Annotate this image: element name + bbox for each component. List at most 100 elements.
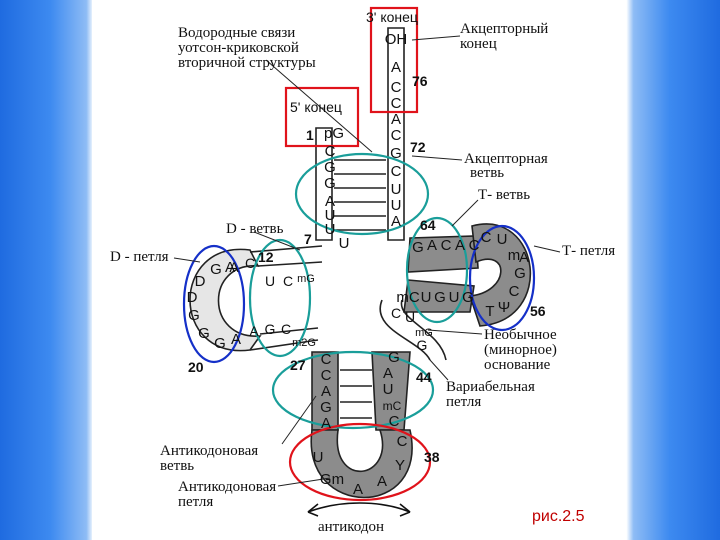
- number: 64: [420, 217, 436, 233]
- t-stem-top: G A C A C: [412, 237, 479, 256]
- number: 72: [410, 139, 426, 155]
- label-hbonds-1: Водородные связи: [178, 25, 296, 41]
- base: C: [321, 367, 332, 384]
- label-anticodon-stem-2: ветвь: [160, 458, 195, 474]
- ring-anticodon-loop: [288, 422, 432, 502]
- base: U: [265, 273, 275, 289]
- backbone: [189, 27, 532, 499]
- anticodon-stem-right: G A U mC C: [383, 349, 402, 430]
- base: G: [412, 239, 424, 256]
- base: T: [485, 303, 494, 320]
- base: C: [391, 127, 402, 144]
- base: C: [391, 95, 402, 112]
- base: U: [313, 449, 324, 466]
- base: Y: [395, 457, 405, 474]
- base: U: [339, 235, 350, 252]
- base: G: [198, 325, 210, 342]
- base: Ψ: [498, 299, 511, 316]
- label-unusual-1: Необычное: [484, 327, 557, 343]
- ring-t-stem: [405, 216, 469, 324]
- label-d-loop: D - петля: [110, 249, 169, 265]
- d-loop-outline: [189, 248, 262, 352]
- base: C: [391, 163, 402, 180]
- number: 76: [412, 73, 428, 89]
- d-stem-bottom: A G C m2G: [249, 321, 316, 349]
- base: G: [390, 145, 402, 162]
- base: G: [388, 349, 400, 366]
- base: C: [321, 351, 332, 368]
- label-3-end: 3' конец: [366, 9, 418, 25]
- d-stem-top: A C U C mG: [229, 255, 315, 289]
- base: D: [187, 289, 198, 306]
- base: C: [325, 143, 336, 160]
- base: U: [325, 207, 336, 224]
- anticodon-stem-left: C C A G A: [320, 351, 332, 432]
- base: G: [417, 337, 428, 353]
- base: U: [497, 231, 508, 248]
- base: C: [481, 229, 492, 246]
- box-5-end: [284, 86, 360, 148]
- label-hbonds-2: уотсон-криковской: [178, 40, 299, 56]
- base: C: [441, 237, 452, 254]
- base: C: [391, 305, 401, 321]
- base: A: [391, 59, 401, 76]
- anticodon-loop-fill: [310, 429, 413, 499]
- variable-outline: [379, 299, 447, 361]
- label-anticodon: антикодон: [318, 519, 385, 535]
- base: G: [214, 335, 226, 352]
- base: OH: [385, 31, 408, 48]
- variable-bases: C U mG G: [391, 305, 433, 353]
- base: A: [249, 323, 259, 339]
- ring-d-loop: [182, 244, 246, 364]
- base: mC: [383, 399, 402, 413]
- acceptor-stem-backbone: [315, 27, 405, 241]
- position-numbers: 76 72 1 64 7 12 56 20 27 44 38: [188, 73, 546, 465]
- base: G: [324, 159, 336, 176]
- number: 12: [258, 249, 274, 265]
- label-variable-1: Вариабельная: [446, 379, 535, 395]
- base: pG: [324, 125, 344, 142]
- base: A: [225, 259, 235, 276]
- base: C: [283, 273, 293, 289]
- number: 44: [416, 369, 432, 385]
- base: C: [509, 283, 520, 300]
- base: A: [377, 473, 387, 490]
- base: C: [245, 255, 255, 271]
- base: mG: [415, 327, 433, 339]
- label-unusual-2: (минорное): [484, 342, 557, 358]
- base: U: [449, 289, 460, 306]
- base: D: [195, 273, 206, 290]
- hbond-rungs: [334, 159, 386, 419]
- base: A: [391, 111, 401, 128]
- label-acceptor-stem-1: Акцепторная: [464, 151, 548, 167]
- base: U: [383, 381, 394, 398]
- t-loop-fill: [468, 223, 532, 327]
- base: A: [455, 237, 465, 254]
- leader-lines: [173, 35, 561, 487]
- base: G: [462, 289, 474, 306]
- d-stem-outline: [249, 245, 323, 351]
- base: U: [421, 289, 432, 306]
- label-variable-2: петля: [446, 394, 482, 410]
- label-acceptor-end-2: конец: [460, 36, 497, 52]
- base: U: [405, 309, 415, 325]
- number: 1: [306, 127, 314, 143]
- base: G: [265, 321, 276, 337]
- base: A: [325, 193, 335, 210]
- bases: OH A C C A C G C U U A pG C G G A U U U …: [187, 31, 529, 498]
- label-5-end: 5' конец: [290, 99, 342, 115]
- base: A: [519, 249, 529, 266]
- label-unusual-3: основание: [484, 357, 551, 373]
- label-d-stem: D - ветвь: [226, 221, 284, 237]
- base: m: [508, 247, 521, 264]
- highlights: [182, 6, 536, 502]
- base: G: [210, 261, 222, 278]
- number: 20: [188, 359, 204, 375]
- t-loop-bases: C U m A G C Ψ T: [481, 229, 529, 320]
- base: C: [397, 433, 408, 450]
- base: C: [389, 413, 400, 430]
- number: 27: [290, 357, 306, 373]
- label-anticodon-loop-1: Антикодоновая: [178, 479, 277, 495]
- base: U: [391, 197, 402, 214]
